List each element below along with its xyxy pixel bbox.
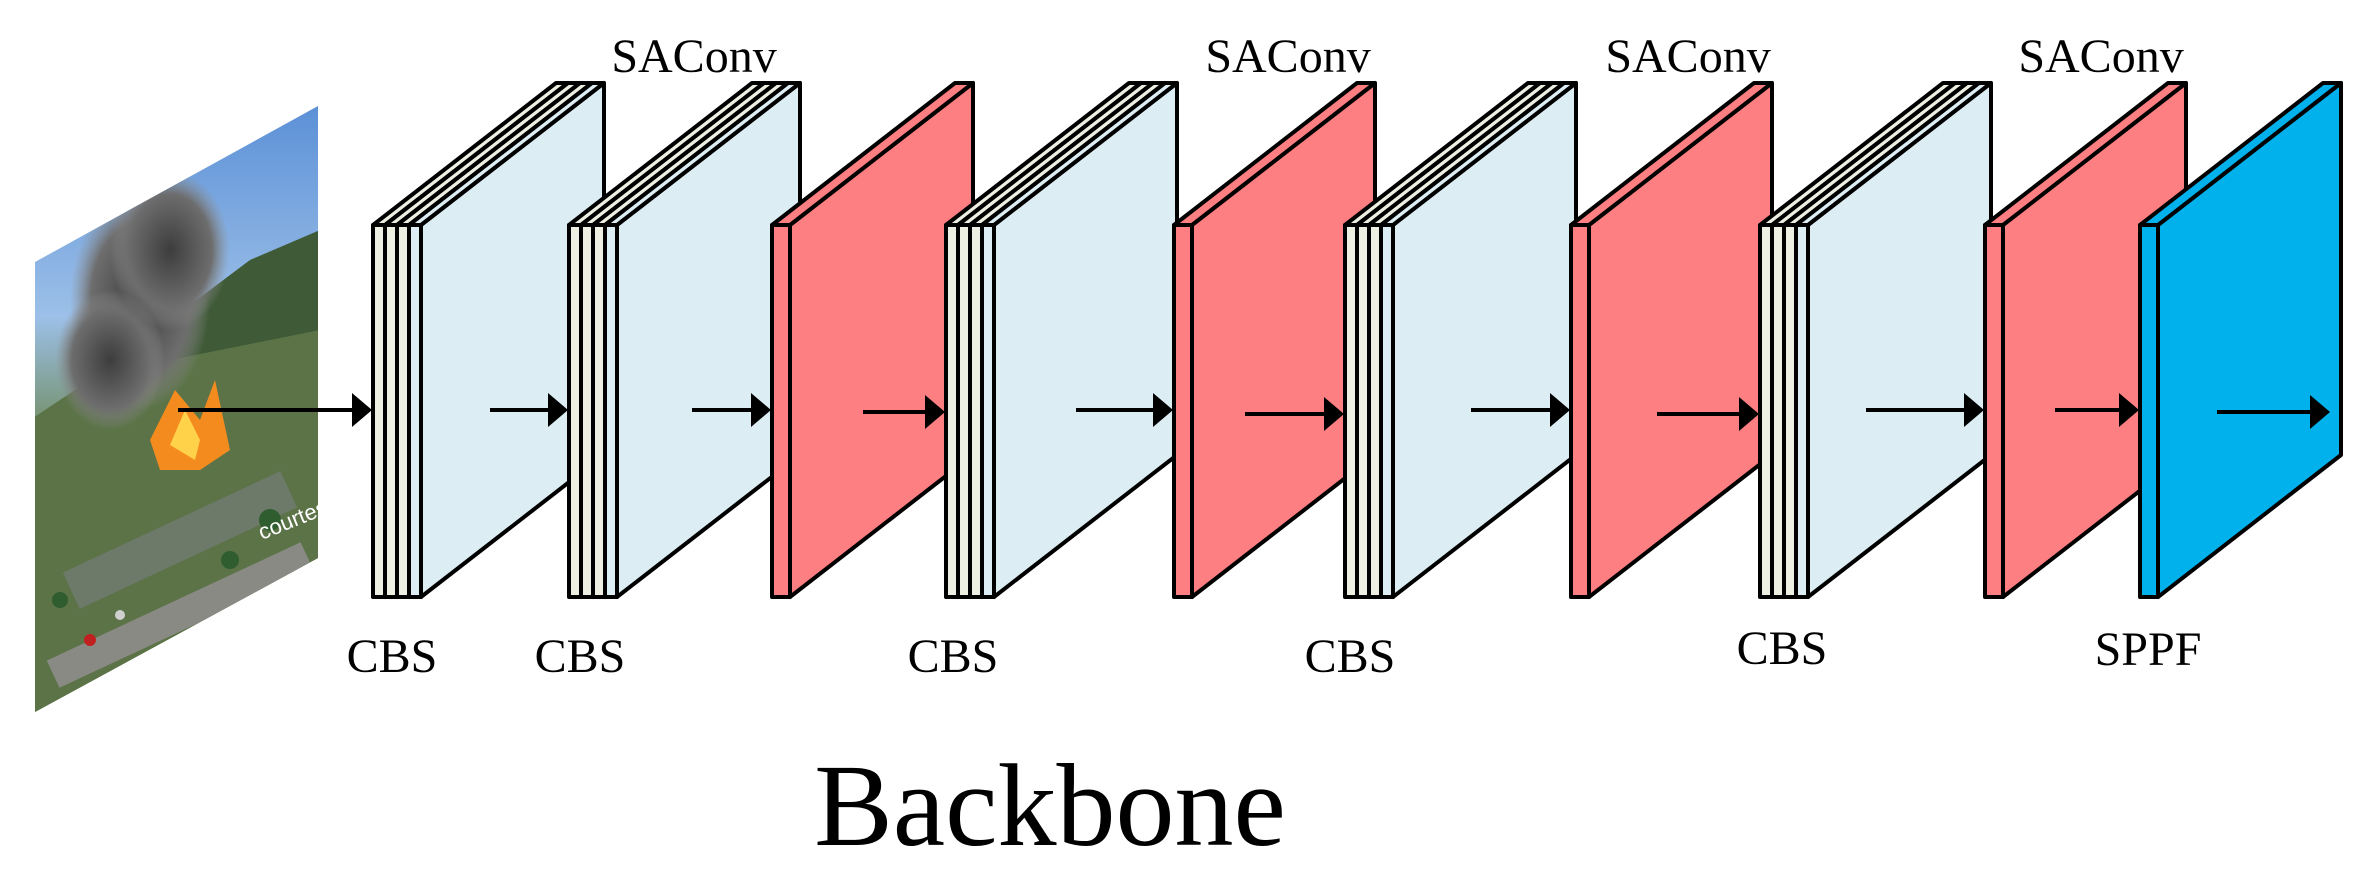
block-label-1: CBS [347,630,438,683]
block-cbs-6 [1343,81,1578,599]
cbs-layer-4 [980,81,1179,599]
block-label-7: SAConv [1605,30,1770,83]
flow-arrow-9 [1866,393,1984,427]
flow-arrow-5 [1076,393,1173,427]
saconv-layer [770,81,975,599]
flow-arrow-1 [178,393,372,427]
cbs-layer-4 [603,81,802,599]
block-cbs-8 [1758,81,1993,599]
flow-arrow-2 [490,393,568,427]
block-label-6: CBS [1305,630,1396,683]
flow-arrow-11 [2217,395,2330,429]
cbs-layer-4 [1379,81,1578,599]
sppf-layer [2138,81,2343,599]
saconv-layer [1172,81,1377,599]
cbs-layer-4 [1794,81,1993,599]
block-label-9: SAConv [2018,30,2183,83]
block-sppf-10 [2138,81,2343,599]
block-saconv-7 [1569,81,1774,599]
flow-arrow-7 [1471,393,1570,427]
flow-arrow-6 [1245,397,1344,431]
block-cbs-1 [371,81,606,599]
block-label-10: SPPF [2095,623,2202,676]
block-layers [371,81,2343,599]
flow-arrows [178,393,2330,431]
block-cbs-4 [944,81,1179,599]
flow-arrow-3 [692,393,771,427]
diagram-title: Backbone [814,740,1286,871]
block-label-2: CBS [535,630,626,683]
flow-arrow-10 [2055,393,2139,427]
block-saconv-3 [770,81,975,599]
block-cbs-2 [567,81,802,599]
block-label-4: CBS [908,630,999,683]
saconv-layer [1569,81,1774,599]
block-label-3: SAConv [611,30,776,83]
block-saconv-5 [1172,81,1377,599]
flow-arrow-4 [863,395,945,429]
block-label-8: CBS [1737,622,1828,675]
block-label-5: SAConv [1205,30,1370,83]
flow-arrow-8 [1657,397,1759,431]
